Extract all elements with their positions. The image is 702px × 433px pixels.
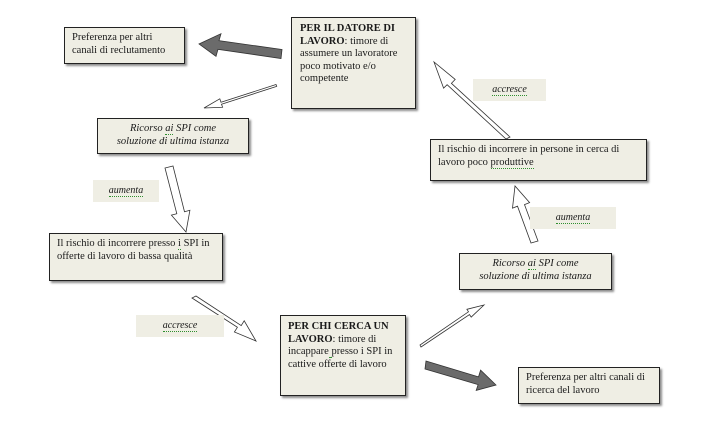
arrow-risk-to-employer: [433, 60, 511, 140]
risk-left-text-1: Il rischio di incorrere presso: [57, 238, 179, 249]
jobseeker-fear-text-2: presso i SPI in cattive offerte di lavor…: [288, 346, 393, 370]
thick-arrow-jobseeker-to-preference: [424, 360, 497, 391]
preference-job-search-text: Preferenza per altri canali di ricerca d…: [526, 372, 645, 396]
risk-low-quality-offers-box: Il rischio di incorrere presso i SPI in …: [49, 233, 223, 281]
jobseeker-fear-text: : timore di incappare: [288, 333, 377, 358]
employer-fear-text: : timore di assumere un lavoratore: [300, 35, 398, 60]
thick-arrow-employer-to-preference: [198, 32, 283, 59]
arrow-spi-to-risk-left: [164, 165, 191, 233]
label-aumenta-left: aumenta: [93, 180, 159, 202]
employer-fear-box: PER IL DATORE DI LAVORO: timore di assum…: [291, 17, 416, 109]
spi-left-line2: soluzione di ultima istanza: [116, 135, 230, 147]
spi-left-line1: Ricorso: [129, 123, 166, 134]
spi-last-resort-box-left: Ricorso ai SPI come soluzione di ultima …: [97, 118, 249, 154]
thin-arrow-employer-to-spi: [203, 84, 278, 109]
risk-left-text-2: SPI in offerte di lavoro di bassa qualit…: [57, 238, 210, 262]
preference-job-search-box: Preferenza per altri canali di ricerca d…: [518, 367, 660, 404]
jobseeker-fear-box: PER CHI CERCA UN LAVORO: timore di incap…: [280, 315, 406, 396]
preference-recruitment-text: Preferenza per altri canali di reclutame…: [72, 32, 166, 56]
spi-right-line1b: SPI come: [535, 258, 579, 269]
risk-right-text-1: Il rischio di incorrere in persone in ce…: [438, 144, 620, 168]
risk-unproductive-jobseekers-box: Il rischio di incorrere in persone in ce…: [430, 139, 647, 181]
employer-fear-text-2: poco motivato e/o competente: [300, 60, 376, 85]
risk-left-squiggle: i: [178, 238, 181, 250]
spi-last-resort-box-right: Ricorso ai SPI come soluzione di ultima …: [459, 253, 612, 290]
label-aumenta-right: aumenta: [530, 207, 616, 229]
label-accresce-right-text: accresce: [492, 84, 527, 96]
label-accresce-left-text: accresce: [162, 320, 198, 332]
spi-left-line1b: SPI come: [173, 123, 217, 134]
employer-fear-title: PER IL DATORE DI LAVORO: [300, 23, 396, 47]
thin-arrow-jobseeker-to-spi: [419, 304, 486, 348]
label-aumenta-left-text: aumenta: [108, 185, 144, 197]
jobseeker-fear-title: PER CHI CERCA UN LAVORO: [288, 321, 389, 345]
label-accresce-left: accresce: [136, 315, 224, 337]
preference-recruitment-box: Preferenza per altri canali di reclutame…: [64, 27, 185, 64]
risk-right-squiggle: produttive: [490, 156, 534, 169]
spi-left-squiggle: ai: [165, 123, 174, 135]
spi-right-line2: soluzione di ultima istanza: [479, 270, 592, 282]
spi-right-squiggle: ai: [527, 258, 536, 270]
spi-right-line1: Ricorso: [492, 258, 528, 269]
arrow-risk-to-jobseeker: [191, 295, 257, 342]
label-aumenta-right-text: aumenta: [555, 212, 591, 224]
label-accresce-right: accresce: [473, 79, 546, 101]
